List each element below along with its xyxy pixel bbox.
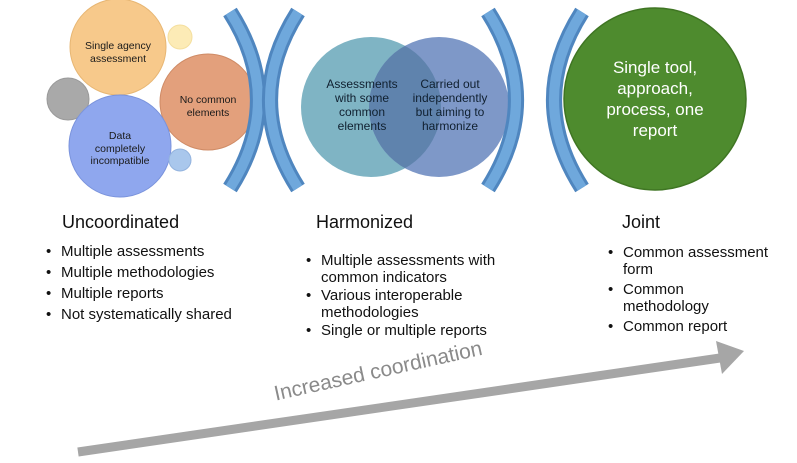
joint-circle [563,7,747,191]
list-item: Multiple assessments with common indicat… [304,252,524,286]
incompatible-data-label: Data completely incompatible [90,130,150,167]
right-bracket-2-highlight [549,9,587,191]
list-item: Common report [606,318,786,335]
right-bracket-1-highlight [265,9,303,191]
no-common-elements-label: No common elements [179,94,237,119]
venn-left-label: Assessments with some common elements [326,77,398,133]
incompatible-data-bubble [68,94,172,198]
coordination-arrow-head [716,341,744,374]
uncoordinated-points: Multiple assessments Multiple methodolog… [44,243,274,327]
list-item: Not systematically shared [44,306,274,323]
venn-right-label: Carried out independently but aiming to … [412,77,488,133]
pale-blue-bubble [168,148,192,172]
joint-points: Common assessment form Common methodolog… [606,244,786,339]
list-item: Common methodology [606,281,733,315]
list-item: Multiple assessments [44,243,274,260]
coordination-arrow-shaft [77,353,721,457]
list-item: Multiple reports [44,285,274,302]
list-item: Multiple methodologies [44,264,274,281]
grey-bubble [46,77,90,121]
left-bracket-2-highlight [483,9,521,191]
harmonized-points: Multiple assessments with common indicat… [304,252,524,343]
joint-circle-label: Single tool, approach, process, one repo… [606,58,704,140]
venn-overlap [369,37,441,177]
left-bracket-1-highlight [225,9,263,191]
single-agency-label: Single agency assessment [85,40,151,65]
list-item: Common assessment form [606,244,786,278]
pale-yellow-bubble [167,24,193,50]
harmonized-heading: Harmonized [316,212,414,232]
list-item: Single or multiple reports [304,322,524,339]
list-item: Various interoperable methodologies [304,287,524,321]
joint-heading: Joint [622,212,661,232]
uncoordinated-heading: Uncoordinated [62,212,180,232]
